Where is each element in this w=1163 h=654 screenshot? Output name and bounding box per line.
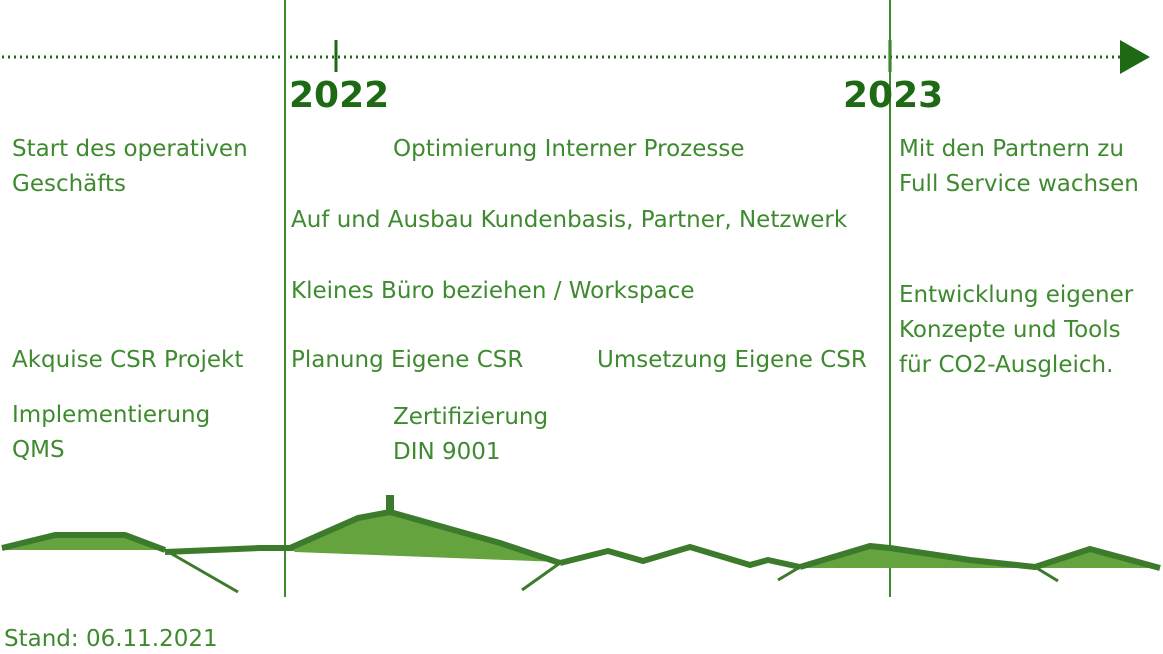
year-label-2023: 2023 — [843, 75, 944, 116]
label-kundenbasis: Auf und Ausbau Kundenbasis, Partner, Net… — [291, 207, 848, 233]
label-implementierung-qms: Implementierung QMS — [12, 402, 211, 463]
label-akquise-csr: Akquise CSR Projekt — [12, 347, 244, 373]
label-entwicklung-konzepte: Entwicklung eigener Konzepte und Tools f… — [899, 282, 1134, 378]
label-planung-csr: Planung Eigene CSR — [291, 347, 524, 373]
timeline-arrowhead — [1120, 40, 1150, 74]
stand-date: Stand: 06.11.2021 — [4, 626, 218, 652]
label-buero-workspace: Kleines Büro beziehen / Workspace — [291, 278, 695, 304]
label-umsetzung-csr: Umsetzung Eigene CSR — [597, 347, 867, 373]
hill-landscape — [1, 495, 1161, 594]
year-label-2022: 2022 — [289, 75, 390, 116]
label-zertifizierung: Zertifizierung DIN 9001 — [393, 404, 549, 465]
label-start-operativ: Start des operativen Geschäfts — [12, 136, 248, 197]
label-partner-full-service: Mit den Partnern zu Full Service wachsen — [899, 136, 1139, 197]
label-optimierung-prozesse: Optimierung Interner Prozesse — [393, 136, 745, 162]
